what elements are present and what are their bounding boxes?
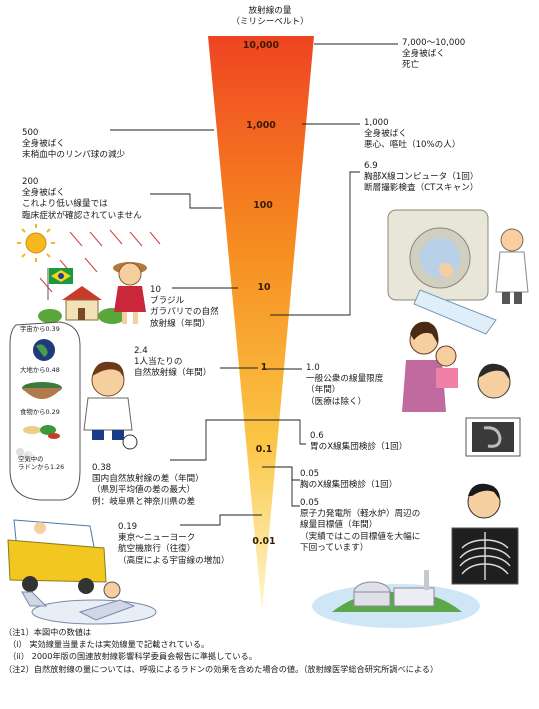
- girl-figure-icon: [113, 262, 147, 324]
- cosmic-ray-arrows: [39, 229, 161, 293]
- boy-figure-icon: [83, 361, 138, 450]
- globe-icon: [33, 339, 55, 361]
- dose-cone: [208, 36, 314, 612]
- breakdown-food: 食物から0.29: [20, 408, 60, 416]
- stomach-xray-man-icon: [465, 363, 521, 457]
- right-item-value: 6.9: [364, 161, 378, 171]
- left-item-text: ブラジル ガラパリでの自然 放射線（年間）: [150, 296, 219, 329]
- nuclear-plant-icon: [312, 570, 480, 628]
- right-item-text: 全身被ばく 悪心、嘔吐（10%の人）: [364, 129, 461, 151]
- left-item-text: 全身被ばく 末梢血中のリンパ球の減少: [22, 139, 126, 161]
- right-item-text: 胸部X線コンピュータ（1回） 断層撮影検査（CTスキャン）: [364, 172, 479, 194]
- right-item-value: 7,000～10,000: [402, 38, 466, 48]
- left-item-lymphocyte: 500 全身被ばく 末梢血中のリンパ球の減少: [22, 128, 125, 162]
- left-item-value: 0.38: [92, 463, 112, 473]
- left-item-text: 国内自然放射線の差（年間） （県別平均値の差の最大） 例：岐阜県と神奈川県の差: [92, 474, 204, 507]
- earth-ground-icon: [22, 382, 62, 399]
- right-item-text: 一般公衆の線量限度 （年間） （医療は除く）: [306, 374, 384, 407]
- leader-lines-left: [110, 129, 262, 526]
- scale-label-1000: 1,000: [246, 120, 276, 131]
- left-item-value: 10: [150, 285, 161, 295]
- smoke-icon: [16, 448, 33, 461]
- breakdown-cosmic: 宇宙から0.39: [20, 325, 60, 333]
- right-item-stomach-xray: 0.6 胃のX線集団検診（1回）: [310, 431, 407, 453]
- left-item-guarapari: 10 ブラジル ガラパリでの自然 放射線（年間）: [150, 285, 219, 330]
- axis-title: 放射線の量 （ミリシーベルト）: [200, 6, 340, 28]
- scale-label-10: 10: [257, 282, 271, 293]
- footnotes: （注1）本図中の数値は （i） 実効線量当量または実効線量で記載されている。 （…: [4, 627, 439, 674]
- right-item-value: 1.0: [306, 363, 320, 373]
- chest-xray-icon: [451, 483, 519, 585]
- right-item-nuclear-plant: 0.05 原子力発電所（軽水炉）周辺の 線量目標値（年間） （実績ではこの目標値…: [300, 498, 420, 554]
- left-item-value: 2.4: [134, 346, 148, 356]
- scale-label-0-1: 0.1: [255, 444, 273, 455]
- left-item-text: 全身被ばく これより低い線量では 臨床症状が確認されていません: [22, 188, 142, 221]
- right-item-text: 原子力発電所（軽水炉）周辺の 線量目標値（年間） （実績ではこの目標値を大幅に …: [300, 509, 421, 553]
- breakdown-ground: 大地から0.48: [20, 366, 60, 374]
- right-item-ct-scan: 6.9 胸部X線コンピュータ（1回） 断層撮影検査（CTスキャン）: [364, 161, 478, 195]
- left-item-value: 200: [22, 177, 39, 187]
- right-item-value: 0.05: [300, 469, 320, 479]
- ct-scanner-icon: [387, 209, 497, 335]
- left-item-value: 500: [22, 128, 39, 138]
- right-item-value: 0.05: [300, 498, 320, 508]
- left-item-text: 東京～ニューヨーク 航空機旅行（往復） （高度による宇宙線の増加）: [118, 533, 230, 566]
- brazil-flag-icon: [47, 268, 73, 300]
- scale-label-10000: 10,000: [242, 40, 280, 51]
- scale-label-100: 100: [253, 200, 273, 211]
- right-item-public-limit: 1.0 一般公衆の線量限度 （年間） （医療は除く）: [306, 363, 383, 408]
- leader-lines-right: [262, 43, 398, 507]
- right-item-chest-xray: 0.05 胸のX線集団検診（1回）: [300, 469, 397, 491]
- breakdown-radon: 空気中の ラドンから1.26: [18, 455, 65, 471]
- right-item-value: 0.6: [310, 431, 324, 441]
- left-item-prefecture-diff: 0.38 国内自然放射線の差（年間） （県別平均値の差の最大） 例：岐阜県と神奈…: [92, 463, 204, 508]
- sun-icon: [17, 224, 55, 262]
- left-item-value: 0.19: [118, 522, 138, 532]
- left-item-flight: 0.19 東京～ニューヨーク 航空機旅行（往復） （高度による宇宙線の増加）: [118, 522, 229, 567]
- left-item-text: 1人当たりの 自然放射線（年間）: [134, 357, 212, 379]
- right-item-nausea: 1,000 全身被ばく 悪心、嘔吐（10%の人）: [364, 118, 460, 152]
- right-item-text: 胸のX線集団検診（1回）: [300, 480, 398, 491]
- food-icon: [23, 425, 60, 439]
- axis-title-line1: 放射線の量: [248, 6, 292, 16]
- doctor-figure-icon: [495, 228, 529, 304]
- mother-child-icon: [402, 321, 458, 412]
- bus-icon: [7, 519, 107, 594]
- scale-label-1: 1: [260, 362, 268, 373]
- axis-title-line2: （ミリシーベルト）: [231, 17, 309, 27]
- right-item-value: 1,000: [364, 118, 389, 128]
- right-item-death: 7,000～10,000 全身被ばく 死亡: [402, 38, 465, 72]
- right-item-text: 全身被ばく 死亡: [402, 49, 445, 71]
- right-item-text: 胃のX線集団検診（1回）: [310, 442, 408, 453]
- scale-label-0-01: 0.01: [252, 536, 276, 547]
- left-item-no-symptoms: 200 全身被ばく これより低い線量では 臨床症状が確認されていません: [22, 177, 142, 222]
- left-item-natural-per-person: 2.4 1人当たりの 自然放射線（年間）: [134, 346, 211, 380]
- airplane-icon: [21, 581, 157, 625]
